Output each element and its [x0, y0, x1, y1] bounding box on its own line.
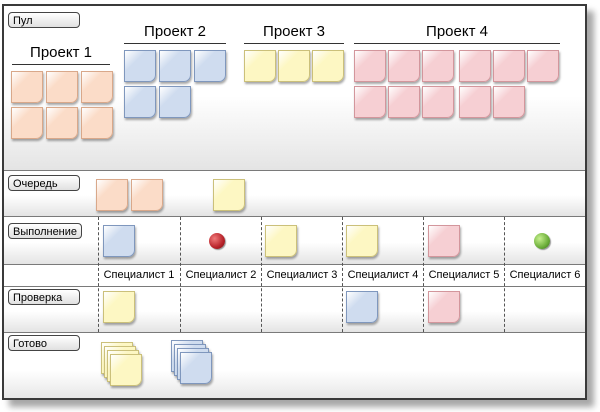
task-card: [110, 354, 142, 386]
column-divider: [180, 217, 181, 332]
task-card[interactable]: [493, 86, 525, 118]
column-divider: [504, 217, 505, 332]
project-3-title: Проект 3: [263, 23, 325, 40]
specialist-3-label: Специалист 3: [266, 269, 338, 281]
task-card[interactable]: [422, 50, 454, 82]
column-divider: [98, 217, 99, 332]
task-card[interactable]: [428, 225, 460, 257]
task-card[interactable]: [103, 225, 135, 257]
task-card[interactable]: [388, 86, 420, 118]
task-card: [180, 352, 212, 384]
task-card[interactable]: [527, 50, 559, 82]
specialist-1-label: Специалист 1: [103, 269, 175, 281]
task-card[interactable]: [354, 50, 386, 82]
task-card[interactable]: [422, 86, 454, 118]
column-divider: [261, 217, 262, 332]
project-1-title: Проект 1: [30, 44, 92, 61]
specialist-4-label: Специалист 4: [347, 269, 419, 281]
task-card[interactable]: [346, 291, 378, 323]
task-card[interactable]: [81, 71, 113, 103]
task-card[interactable]: [159, 86, 191, 118]
project-4-rule: [354, 43, 560, 44]
task-card[interactable]: [244, 50, 276, 82]
task-card[interactable]: [354, 86, 386, 118]
separator: [4, 332, 585, 333]
task-card[interactable]: [103, 291, 135, 323]
separator: [4, 170, 585, 171]
separator: [4, 264, 585, 265]
task-card[interactable]: [159, 50, 191, 82]
red-status-ball: [209, 233, 225, 249]
task-card[interactable]: [131, 179, 163, 211]
task-card[interactable]: [428, 291, 460, 323]
project-4-title: Проект 4: [426, 23, 488, 40]
task-card[interactable]: [46, 107, 78, 139]
task-card[interactable]: [346, 225, 378, 257]
specialist-2-label: Специалист 2: [185, 269, 257, 281]
execution-label: Выполнение: [8, 223, 83, 239]
task-card[interactable]: [459, 86, 491, 118]
task-card[interactable]: [312, 50, 344, 82]
task-card[interactable]: [493, 50, 525, 82]
column-divider: [423, 217, 424, 332]
task-card[interactable]: [459, 50, 491, 82]
project-3-rule: [244, 43, 344, 44]
separator: [4, 286, 585, 287]
project-1-rule: [12, 64, 110, 65]
task-card[interactable]: [11, 71, 43, 103]
specialists-row: [4, 264, 585, 286]
task-card[interactable]: [278, 50, 310, 82]
separator: [4, 216, 585, 217]
kanban-board: Пул Очередь Выполнение Проверка Готово П…: [2, 4, 587, 400]
review-lane: [4, 286, 585, 332]
done-label: Готово: [8, 335, 80, 351]
queue-lane: [4, 170, 585, 216]
project-2-rule: [124, 43, 226, 44]
task-card[interactable]: [265, 225, 297, 257]
task-card[interactable]: [11, 107, 43, 139]
queue-label: Очередь: [8, 175, 80, 191]
task-card[interactable]: [96, 179, 128, 211]
specialist-5-label: Специалист 5: [428, 269, 500, 281]
task-card[interactable]: [213, 179, 245, 211]
project-2-title: Проект 2: [144, 23, 206, 40]
specialist-6-label: Специалист 6: [509, 269, 581, 281]
task-card[interactable]: [124, 50, 156, 82]
task-card[interactable]: [388, 50, 420, 82]
task-card[interactable]: [81, 107, 113, 139]
pool-label: Пул: [8, 12, 80, 28]
review-label: Проверка: [8, 289, 80, 305]
task-card[interactable]: [124, 86, 156, 118]
green-status-ball: [534, 233, 550, 249]
task-card[interactable]: [194, 50, 226, 82]
task-card[interactable]: [46, 71, 78, 103]
done-lane: [4, 332, 585, 398]
column-divider: [342, 217, 343, 332]
